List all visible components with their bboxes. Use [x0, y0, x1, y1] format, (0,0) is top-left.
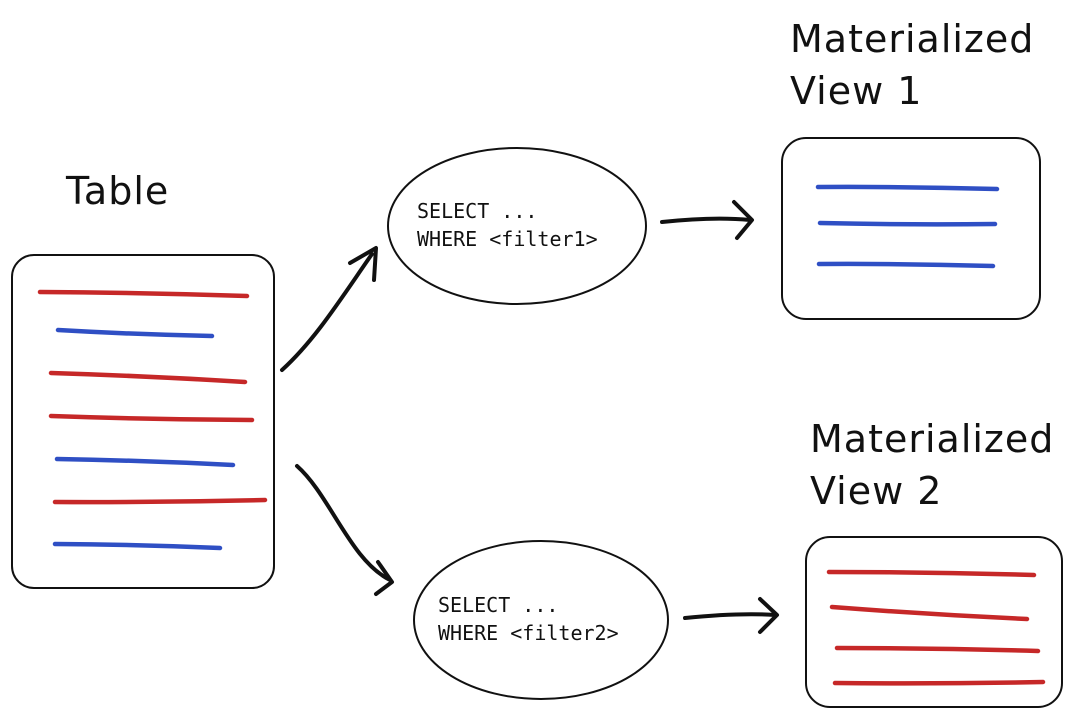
view-1-box	[781, 137, 1041, 320]
view-2-row-3-red	[834, 645, 1041, 654]
view-2-row-2-red	[829, 604, 1030, 622]
view-2-row-1-red	[826, 569, 1037, 578]
view-1-rows	[815, 184, 1000, 269]
view-2-label-line-2: View 2	[810, 469, 942, 513]
view-2-box	[805, 536, 1063, 708]
table-row-2-blue	[55, 327, 215, 339]
view-2-row-4-red	[832, 679, 1046, 686]
table-row-1-red	[37, 289, 250, 299]
table-rows	[37, 289, 268, 551]
view-1-row-3-blue	[816, 261, 996, 269]
view-1-row-2-blue	[817, 220, 998, 227]
table-row-7-blue	[52, 541, 223, 551]
table-row-6-red	[52, 497, 268, 505]
query-2-line-1: SELECT ...	[438, 593, 558, 617]
query-2-ellipse	[413, 540, 669, 700]
query-2-line-2: WHERE <filter2>	[438, 621, 619, 645]
arrow-table-to-query-2	[295, 464, 394, 596]
view-1-label-line-1: Materialized	[790, 17, 1034, 61]
view-2-label-line-1: Materialized	[810, 417, 1054, 461]
view-1-label-line-2: View 1	[790, 69, 922, 113]
query-1-line-1: SELECT ...	[417, 199, 537, 223]
arrow-query-2-to-view-2	[683, 597, 779, 634]
arrow-table-to-query-1	[280, 246, 378, 372]
table-label: Table	[65, 169, 169, 213]
view-1-row-1-blue	[815, 184, 1000, 192]
query-1-line-2: WHERE <filter1>	[417, 227, 598, 251]
arrow-query-1-to-view-1	[660, 200, 754, 240]
table-box	[11, 254, 275, 589]
query-1-ellipse	[387, 147, 647, 305]
table-row-5-blue	[54, 456, 236, 468]
table-row-3-red	[48, 370, 248, 385]
view-2-rows	[826, 569, 1046, 686]
table-row-4-red	[48, 413, 255, 423]
